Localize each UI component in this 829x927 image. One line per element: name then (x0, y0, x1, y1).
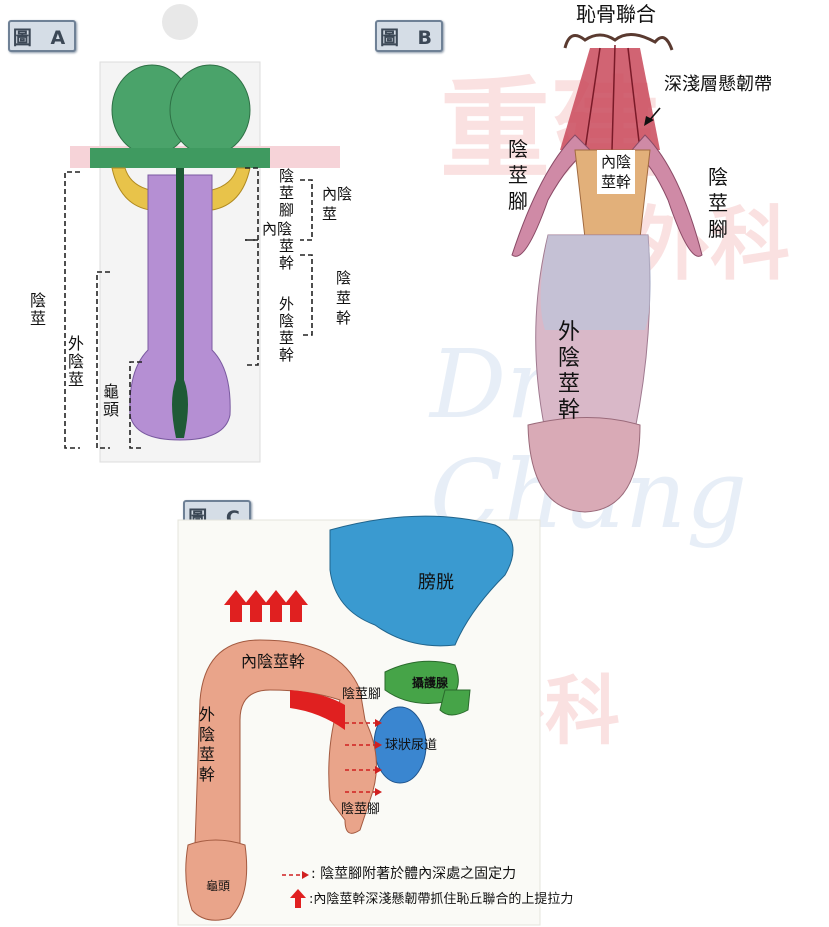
watermark-text-right: 外科 (630, 197, 790, 291)
fig-b-crus-right: 陰莖腳 (708, 165, 728, 241)
fig-c-bulbar-urethra: 球狀尿道 (385, 738, 438, 753)
fig-b-ligament: 深淺層懸韌帶 (664, 74, 772, 95)
fig-a-inner-penis-label: 內陰莖 (322, 185, 353, 223)
fig-c-glans: 龜頭 (206, 879, 231, 893)
fig-a-crus-label: 陰莖腳 (279, 167, 295, 219)
fig-b-crus-left: 陰莖腳 (508, 137, 528, 213)
fig-c-legend-dashed: : 陰莖腳附著於體內深處之固定力 (311, 866, 517, 882)
panel-tag-a: 圖 A (8, 20, 76, 52)
fig-b-outer-shaft: 外陰莖幹 (558, 320, 581, 423)
fig-a-outer-penis-label: 外陰莖 (68, 334, 85, 389)
fig-c-bladder: 膀胱 (418, 572, 454, 593)
fig-c-prostate: 攝護腺 (412, 676, 449, 690)
fig-c-outer-shaft: 外陰莖幹 (199, 705, 216, 784)
panel-tag-b: 圖 B (375, 20, 443, 52)
fig-a-inner-shaft-bottom: 莖幹 (279, 237, 295, 272)
fig-c-inner-shaft: 內陰莖幹 (241, 652, 306, 671)
fig-a-shaft-label: 陰莖幹 (336, 269, 352, 327)
fig-a-glans-label: 龜頭 (103, 382, 120, 419)
fig-c-crus-upper: 陰莖腳 (342, 687, 382, 702)
fig-a-inner-shaft-top: 內陰 (262, 220, 293, 238)
fig-a-penis-label: 陰莖 (30, 291, 47, 328)
fig-c-crus-lower: 陰莖腳 (341, 802, 381, 817)
fig-b-inner-shaft: 內陰莖幹 (597, 150, 635, 194)
fig-a-outer-shaft-label: 外陰莖幹 (279, 295, 295, 364)
fig-c-legend-arrow: :內陰莖幹深淺懸韌帶抓住恥丘聯合的上提拉力 (309, 892, 574, 907)
fig-b-pubic-symphysis: 恥骨聯合 (576, 2, 656, 26)
